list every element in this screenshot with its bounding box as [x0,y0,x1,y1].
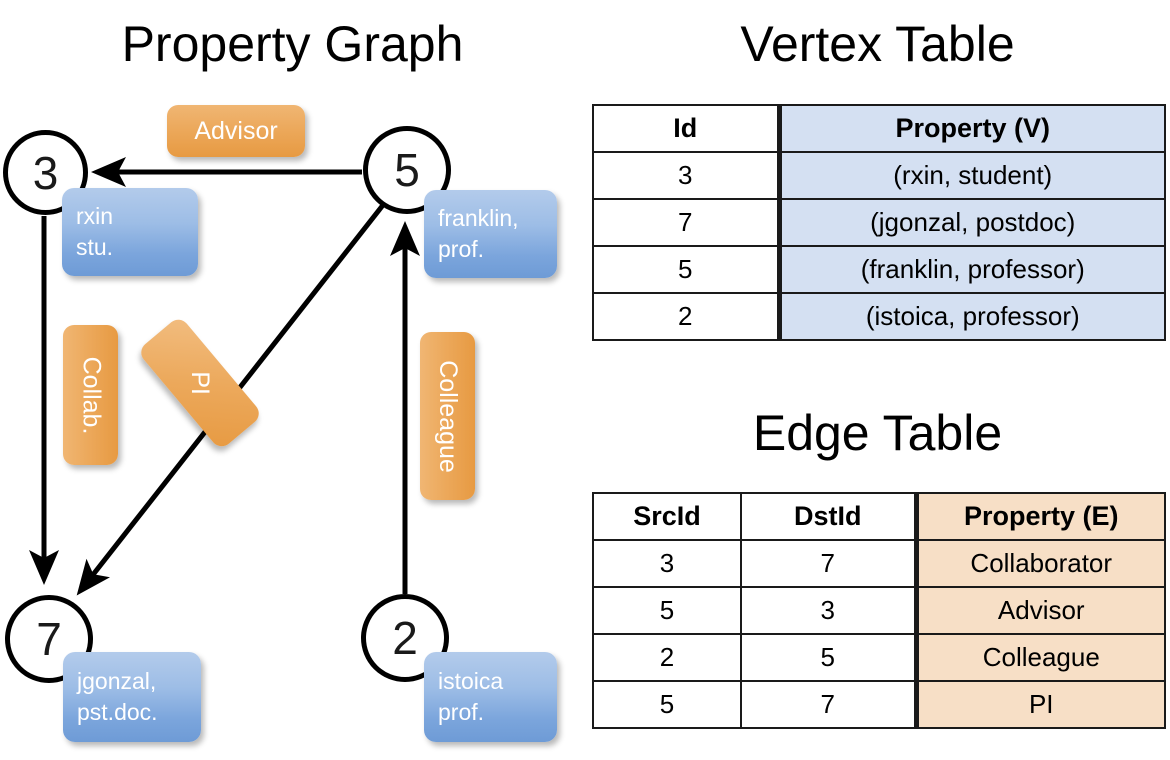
edge-label-advisor: Advisor [167,105,305,157]
edge-table-header-dstid: DstId [740,492,917,541]
edge-row-3-dst: 7 [740,680,917,729]
edge-label-collab: Collab. [63,325,118,465]
vertex-2-property-callout: istoica prof. [424,652,557,742]
graph-vertex-3-label: 3 [32,146,59,199]
vertex-row-1-property: (jgonzal, postdoc) [776,198,1166,247]
edge-row-3-property: PI [913,680,1166,729]
page-title-vertex-table: Vertex Table [740,16,1015,72]
table-row: 2 5 Colleague [592,633,1166,682]
vertex-row-0-property: (rxin, student) [776,151,1166,200]
graph-vertex-2[interactable]: 2 [361,594,449,682]
table-row: 3 7 Collaborator [592,539,1166,588]
edge-row-0-src: 3 [592,539,742,588]
vertex-table-header-row: Id Property (V) [592,104,1166,153]
edge-row-2-dst: 5 [740,633,917,682]
page-title-property-graph: Property Graph [121,16,464,72]
property-graph-diagram: 3 5 7 2 rxin stu. franklin, prof. jgonza… [3,105,557,742]
edge-row-3-src: 5 [592,680,742,729]
edge-label-colleague: Colleague [420,332,475,500]
edge-row-2-src: 2 [592,633,742,682]
edge-label-pi-text: PI [186,371,215,395]
vertex-row-2-id: 5 [592,245,780,294]
edge-table-header-property: Property (E) [913,492,1166,541]
vertex-7-property-callout: jgonzal, pst.doc. [63,652,201,742]
edge-label-colleague-text: Colleague [434,359,462,473]
table-row: 5 3 Advisor [592,586,1166,635]
page-title-edge-table: Edge Table [752,405,1003,461]
table-row: 5 (franklin, professor) [592,245,1166,294]
edge-row-2-property: Colleague [913,633,1166,682]
vertex-table: Id Property (V) 3 (rxin, student) 7 (jgo… [592,104,1166,341]
vertex-5-property-callout: franklin, prof. [424,190,557,278]
vertex-3-property-line-1: rxin [76,203,114,229]
vertex-5-property-line-2: prof. [438,236,485,262]
vertex-row-3-property: (istoica, professor) [776,292,1166,341]
vertex-row-0-id: 3 [592,151,780,200]
vertex-table-header-property: Property (V) [776,104,1166,153]
edge-row-0-dst: 7 [740,539,917,588]
graph-vertex-7-label: 7 [36,613,62,665]
edge-label-advisor-text: Advisor [194,116,278,145]
table-row: 7 (jgonzal, postdoc) [592,198,1166,247]
edge-table: SrcId DstId Property (E) 3 7 Collaborato… [592,492,1166,729]
edge-row-1-dst: 3 [740,586,917,635]
table-row: 5 7 PI [592,680,1166,729]
vertex-7-property-line-2: pst.doc. [77,699,158,725]
edge-table-header-row: SrcId DstId Property (E) [592,492,1166,541]
edge-row-0-property: Collaborator [913,539,1166,588]
edge-row-1-src: 5 [592,586,742,635]
vertex-row-1-id: 7 [592,198,780,247]
vertex-2-property-line-2: prof. [438,699,485,725]
vertex-row-3-id: 2 [592,292,780,341]
table-row: 3 (rxin, student) [592,151,1166,200]
edge-row-1-property: Advisor [913,586,1166,635]
vertex-table-header-id: Id [592,104,780,153]
edge-label-collab-text: Collab. [77,356,106,434]
vertex-3-property-line-2: stu. [76,234,114,260]
table-row: 2 (istoica, professor) [592,292,1166,341]
graph-vertex-2-label: 2 [392,612,418,664]
vertex-row-2-property: (franklin, professor) [776,245,1166,294]
graph-vertex-5-label: 5 [394,144,420,196]
graph-vertex-5[interactable]: 5 [363,126,451,214]
vertex-5-property-line-1: franklin, [438,205,519,231]
edge-table-header-srcid: SrcId [592,492,742,541]
vertex-2-property-line-1: istoica [438,668,504,694]
vertex-3-property-callout: rxin stu. [62,188,198,276]
vertex-7-property-line-1: jgonzal, [77,668,157,694]
